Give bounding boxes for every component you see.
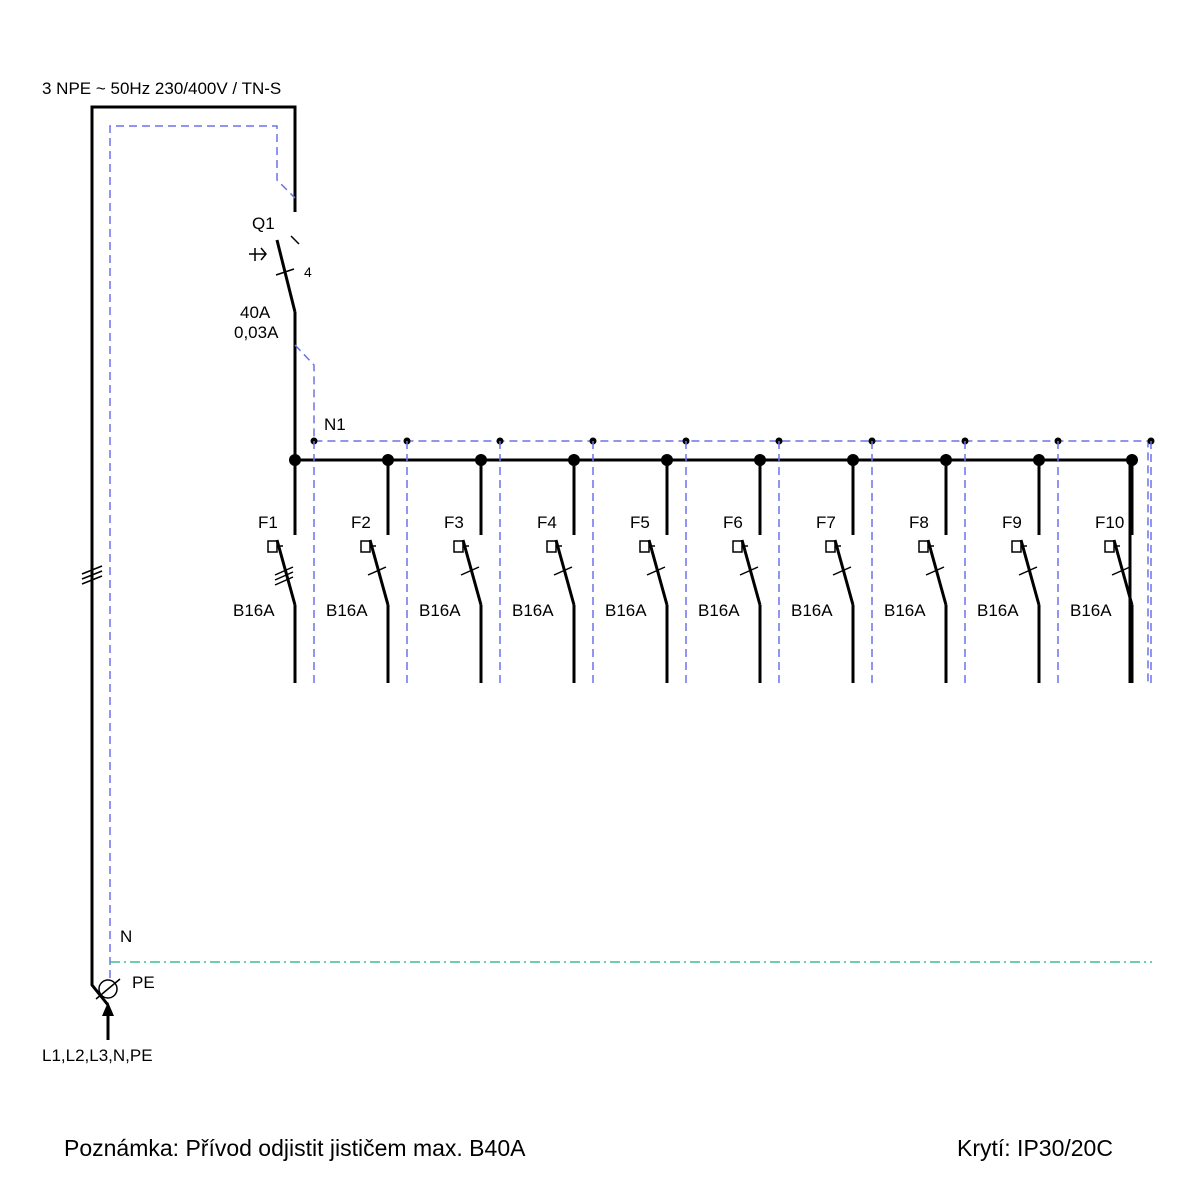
breaker-5-trip-box: [639, 540, 650, 553]
breaker-2-trip-box: [360, 540, 371, 553]
breaker-6-rating: B16A: [698, 601, 740, 620]
pe-label: PE: [132, 973, 155, 992]
breaker-7-rating: B16A: [791, 601, 833, 620]
breaker-1-contact: [275, 539, 297, 606]
breaker-3-pole-tick-1: [460, 566, 480, 576]
breaker-2-tag: F2: [351, 513, 371, 532]
breaker-4-pole-tick-1: [553, 566, 573, 576]
breaker-1-pole-tick-2: [274, 571, 294, 581]
q1-residual-current: 0,03A: [234, 323, 279, 342]
breaker-3-tag: F3: [444, 513, 464, 532]
breaker-9-trip-box: [1011, 540, 1022, 553]
breaker-10-pole-tick-1: [1111, 566, 1131, 576]
breaker-8-trip-box: [918, 540, 929, 553]
footer-protection: Krytí: IP30/20C: [957, 1135, 1113, 1161]
breaker-6-trip-box: [732, 540, 743, 553]
breaker-10-contact: [1112, 539, 1134, 606]
q1-tag: Q1: [252, 214, 275, 233]
supply-label: 3 NPE ~ 50Hz 230/400V / TN-S: [42, 79, 281, 98]
breaker-8-contact: [926, 539, 948, 606]
incoming-phase-wire: [90, 105, 297, 1006]
breaker-7-pole-tick-1: [832, 566, 852, 576]
breaker-7-tag: F7: [816, 513, 836, 532]
pe-terminal-slash: [95, 978, 121, 1000]
footer-note: Poznámka: Přívod odjistit jističem max. …: [64, 1135, 526, 1161]
breaker-10-rating: B16A: [1070, 601, 1112, 620]
feed-label: L1,L2,L3,N,PE: [42, 1046, 153, 1065]
breaker-10-tag: F10: [1095, 513, 1124, 532]
breaker-1-trip-box: [267, 540, 278, 553]
breaker-8-tag: F8: [909, 513, 929, 532]
breaker-2-pole-tick-1: [367, 566, 387, 576]
three-phase-ticks: [81, 565, 103, 585]
breaker-5-rating: B16A: [605, 601, 647, 620]
feed-arrow-icon: [102, 1002, 114, 1016]
breaker-6-contact: [740, 539, 762, 606]
breaker-3-contact: [461, 539, 483, 606]
breaker-7-contact: [833, 539, 855, 606]
breaker-9-pole-tick-1: [1018, 566, 1038, 576]
breaker-1-pole-tick-1: [274, 566, 294, 576]
breaker-7-trip-box: [825, 540, 836, 553]
breaker-1-tag: F1: [258, 513, 278, 532]
breaker-5-contact: [647, 539, 669, 606]
breaker-4-tag: F4: [537, 513, 557, 532]
breaker-2-rating: B16A: [326, 601, 368, 620]
breaker-8-rating: B16A: [884, 601, 926, 620]
breaker-10-trip-box: [1104, 540, 1115, 553]
main-breaker-q1: Q1 4 40A 0,03A: [234, 214, 312, 460]
breaker-6-tag: F6: [723, 513, 743, 532]
neutral-bus-label: N1: [324, 415, 346, 434]
breaker-1-pole-tick-3: [274, 576, 294, 586]
breaker-4-trip-box: [546, 540, 557, 553]
breaker-3-trip-box: [453, 540, 464, 553]
breaker-4-contact: [554, 539, 576, 606]
breaker-5-pole-tick-1: [646, 566, 666, 576]
breaker-4-rating: B16A: [512, 601, 554, 620]
breaker-9-tag: F9: [1002, 513, 1022, 532]
breaker-6-pole-tick-1: [739, 566, 759, 576]
q1-poles: 4: [304, 264, 312, 280]
breaker-2-contact: [368, 539, 390, 606]
breaker-3-rating: B16A: [419, 601, 461, 620]
pe-terminal: [98, 979, 118, 999]
incoming-neutral-wire: [109, 125, 296, 978]
breaker-5-tag: F5: [630, 513, 650, 532]
q1-rating: 40A: [240, 303, 271, 322]
n-label: N: [120, 927, 132, 946]
breaker-1-rating: B16A: [233, 601, 275, 620]
breaker-9-contact: [1019, 539, 1041, 606]
q1-neutral-out: [294, 344, 1149, 683]
breaker-9-rating: B16A: [977, 601, 1019, 620]
breaker-8-pole-tick-1: [925, 566, 945, 576]
